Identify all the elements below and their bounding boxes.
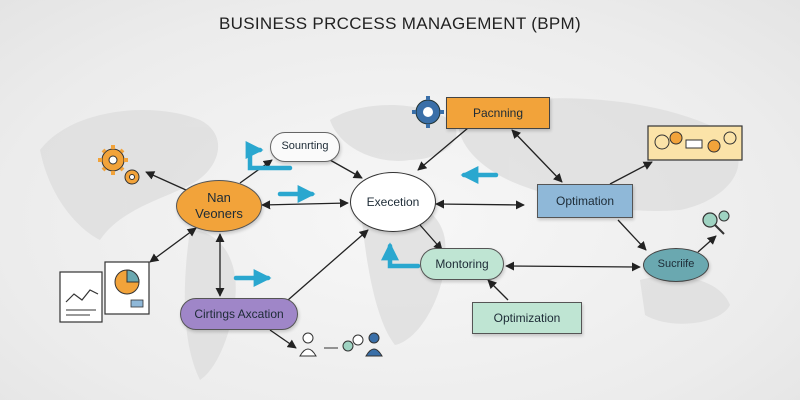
node-execution-label: Execetion — [366, 194, 420, 209]
connector-main-execution — [261, 198, 349, 210]
tools-icon — [647, 125, 743, 161]
node-sucrife[interactable]: Sucriife — [643, 248, 709, 282]
connector-criterias-execution — [287, 229, 369, 301]
chart-icon — [59, 271, 103, 323]
connector-main-gears — [145, 171, 187, 191]
node-criterias[interactable]: Cirtings Axcation — [180, 298, 298, 330]
node-main-label: Nan Veoners — [195, 189, 243, 221]
world-map-background — [40, 98, 739, 380]
node-optimation-label: Optimation — [555, 193, 615, 208]
node-monitoring[interactable]: Montoring — [420, 248, 504, 280]
connector-planning-optimation — [511, 129, 563, 183]
node-criterias-label: Cirtings Axcation — [194, 306, 284, 321]
node-sucrife-label: Sucriife — [657, 258, 695, 271]
connector-criterias-people — [269, 329, 297, 349]
flow-arrow-monitoring — [381, 242, 421, 269]
node-sourcing[interactable]: Sounrting — [270, 132, 340, 162]
connector-sourcing-execution — [329, 159, 363, 179]
node-planning[interactable]: Pacnning — [446, 97, 550, 129]
blue-gear-icon — [412, 96, 444, 128]
connector-execution-monitoring — [419, 224, 443, 251]
connector-monitoring-sucrife — [505, 261, 641, 272]
connector-optimation-tools — [609, 161, 653, 185]
connectors — [145, 127, 717, 349]
connector-monitoring-optimization — [487, 279, 509, 301]
node-monitoring-label: Montoring — [435, 256, 489, 271]
connector-optimation-sucrife — [617, 219, 647, 251]
connector-execution-optimation — [435, 199, 525, 210]
node-main[interactable]: Nan Veoners — [176, 180, 262, 232]
connector-planning-execution — [417, 127, 469, 171]
diagram-title: BUSINESS PRCCESS MANAGEMENT (BPM) — [219, 14, 581, 33]
flow-arrows — [233, 141, 499, 287]
node-planning-label: Pacnning — [472, 105, 524, 120]
connector-main-charts — [149, 227, 197, 263]
flow-arrow-sourcing — [245, 141, 293, 171]
node-optimization[interactable]: Optimization — [472, 302, 582, 334]
pie-chart-icon — [104, 261, 150, 315]
node-execution[interactable]: Execetion — [350, 172, 436, 232]
gear-icon — [98, 145, 128, 175]
connector-sucrife-magnifier — [697, 235, 717, 253]
small-gear-icon — [124, 169, 140, 185]
connector-main-sourcing — [239, 159, 273, 184]
node-sourcing-label: Sounrting — [281, 140, 329, 153]
node-optimization-label: Optimization — [493, 310, 561, 325]
people-icon — [299, 332, 383, 357]
node-optimation[interactable]: Optimation — [537, 184, 633, 218]
magnifier-icon — [702, 210, 730, 235]
